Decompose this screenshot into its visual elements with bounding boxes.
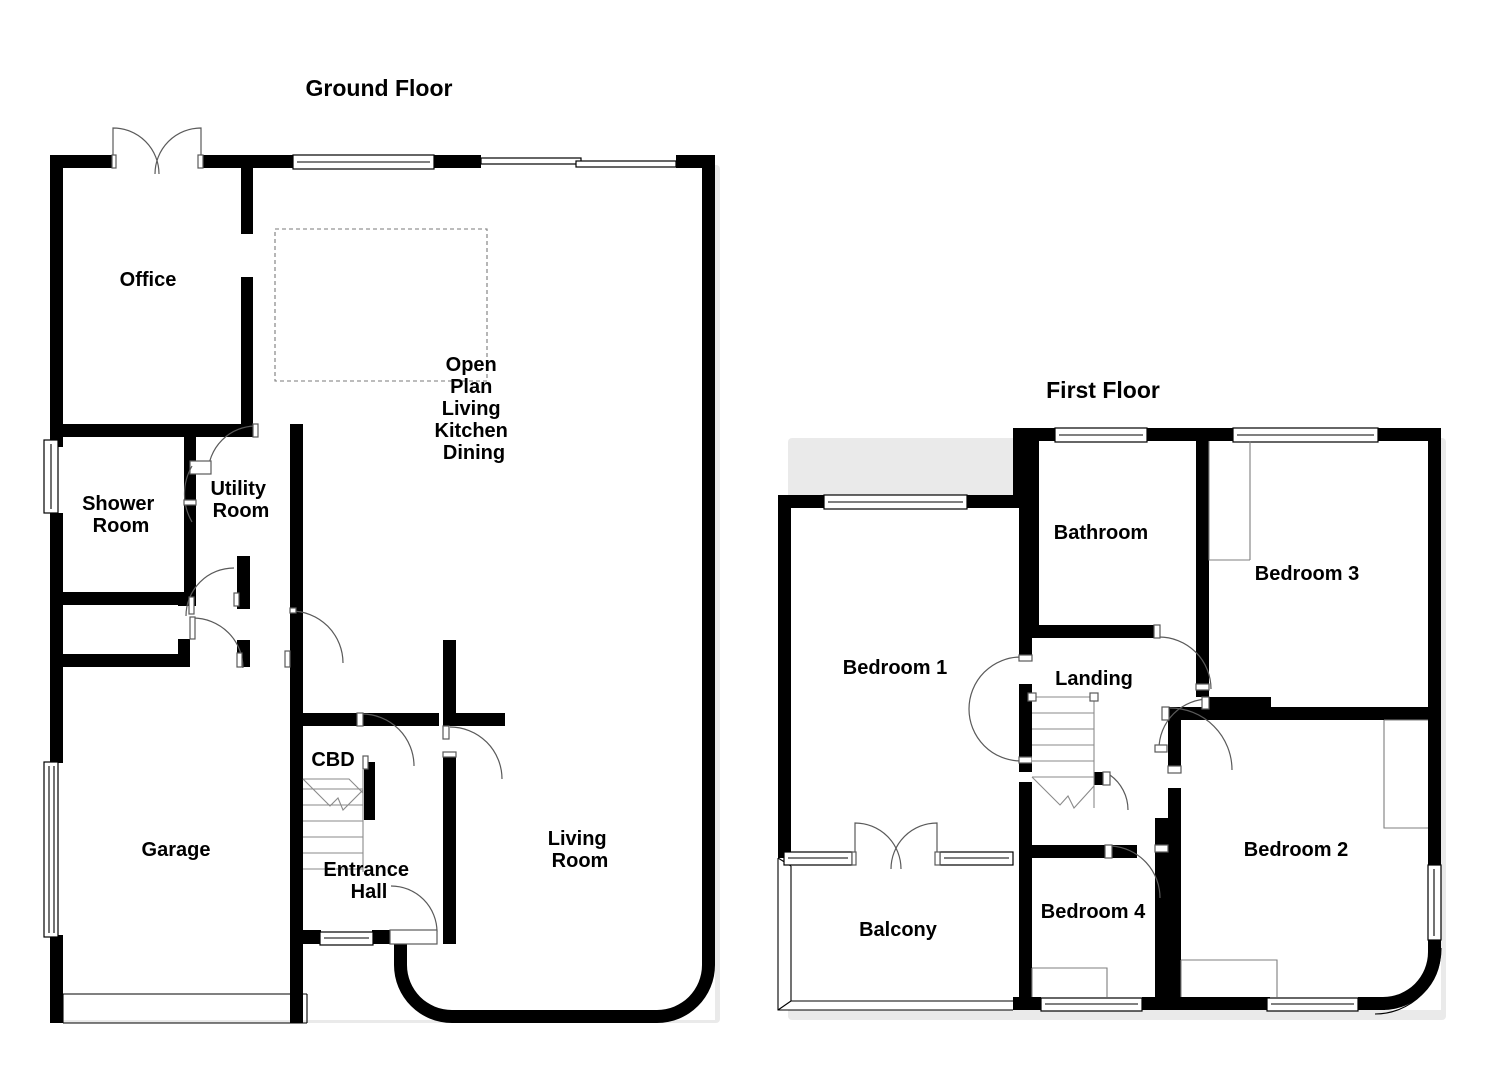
room-label-entrance-hall: Entrance Hall	[323, 859, 414, 903]
room-label-bedroom-3: Bedroom 3	[1255, 563, 1359, 585]
first-floor-windows	[783, 427, 1442, 1015]
room-label-office: Office	[120, 269, 177, 291]
window-bedroom-3	[1232, 427, 1379, 443]
bedroom2-rounded-wall	[1370, 930, 1441, 1010]
window-shower-room	[43, 439, 59, 514]
fitted-units-first-floor	[1031, 441, 1428, 997]
ground-floor-room-labels: Office Shower Room Utility Room Open Pla…	[82, 269, 612, 903]
door-hall-rear	[284, 607, 344, 668]
window-entrance-hall	[319, 931, 374, 946]
ground-floor-title: Ground Floor	[306, 75, 453, 101]
ground-floor-plan: Ground Floor	[43, 75, 720, 1024]
ground-floor-doors	[111, 127, 503, 945]
ground-floor-fill	[50, 155, 715, 1020]
first-floor-internal-walls	[1019, 441, 1430, 997]
room-label-landing: Landing	[1055, 668, 1133, 690]
open-plan-zone-outline	[274, 228, 488, 382]
staircase-first	[1027, 692, 1099, 809]
door-front-entrance	[389, 885, 438, 945]
door-shower-room	[183, 465, 197, 523]
room-label-cbd: CBD	[311, 749, 354, 771]
window-bathroom	[1054, 427, 1148, 443]
door-bathroom	[1153, 624, 1212, 691]
room-label-bedroom-2: Bedroom 2	[1244, 839, 1348, 861]
room-label-living-room: Living Room	[548, 828, 612, 872]
door-hall-utility	[185, 567, 240, 617]
window-bedroom-1-balcony-left	[783, 851, 853, 866]
window-bedroom-2-south	[1266, 997, 1359, 1012]
room-label-open-plan: Open Plan Living Kitchen Dining	[435, 354, 514, 464]
room-label-bedroom-1: Bedroom 1	[843, 657, 947, 679]
window-garage	[43, 761, 59, 938]
room-label-bathroom: Bathroom	[1054, 522, 1148, 544]
window-bedroom-1-balcony-right	[939, 851, 1014, 866]
door-balcony-french	[851, 822, 941, 870]
bifold-door-open-plan	[480, 157, 677, 168]
door-office-french	[111, 127, 204, 175]
ground-floor-outer-walls	[50, 155, 715, 1023]
door-utility-room	[189, 423, 259, 475]
window-bedroom-2-east	[1427, 864, 1442, 941]
door-bedroom-3	[1154, 696, 1210, 753]
first-floor-room-labels: Bathroom Bedroom 3 Bedroom 1 Landing Bed…	[843, 522, 1359, 941]
garage-door-opening	[62, 993, 308, 1024]
window-bedroom-2-curved	[1374, 947, 1442, 1015]
first-floor-plan: First Floor	[777, 377, 1446, 1020]
room-label-bedroom-4: Bedroom 4	[1041, 901, 1146, 923]
first-floor-title: First Floor	[1046, 377, 1160, 403]
living-room-rounded-wall	[394, 930, 715, 1023]
room-label-utility-room: Utility Room	[210, 478, 271, 522]
door-cbd	[356, 712, 415, 770]
door-garage-hall	[189, 616, 244, 669]
window-bedroom-1-north	[823, 494, 968, 510]
door-bedroom-4	[1104, 844, 1169, 899]
door-bedroom-2	[1161, 706, 1233, 774]
door-landing-cupboard	[1102, 771, 1129, 811]
room-label-garage: Garage	[142, 839, 211, 861]
first-floor-outer-walls	[778, 428, 1441, 1010]
room-label-balcony: Balcony	[859, 919, 938, 941]
room-label-shower-room: Shower Room	[82, 493, 160, 537]
staircase-ground	[302, 770, 364, 872]
door-hall-living	[442, 725, 503, 780]
ground-floor-windows	[43, 154, 677, 946]
window-open-plan-north	[292, 154, 435, 170]
window-bedroom-4	[1040, 997, 1143, 1012]
